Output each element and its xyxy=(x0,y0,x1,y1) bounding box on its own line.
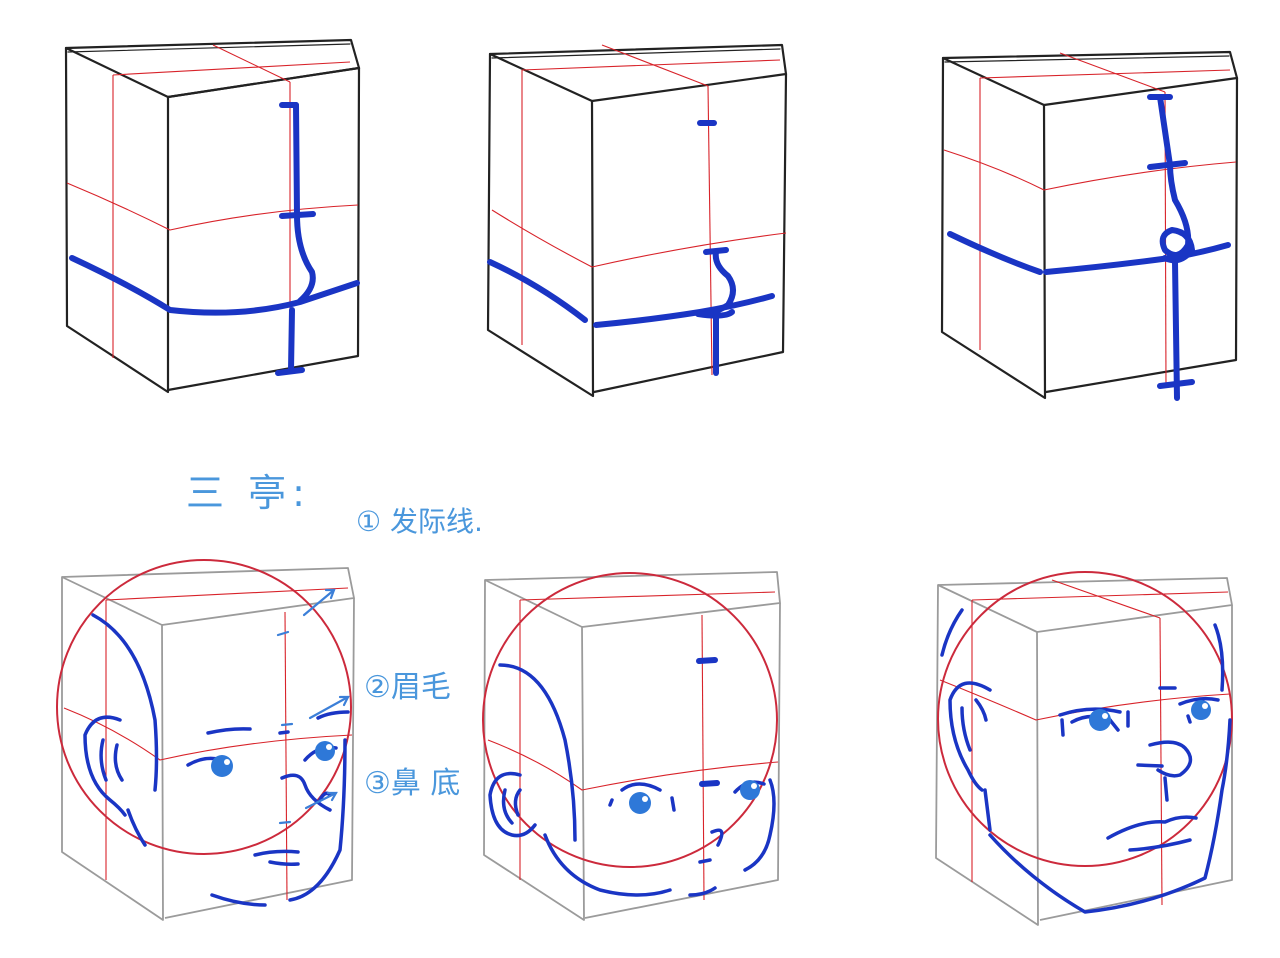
head1-eye-left xyxy=(211,755,233,777)
head-tilted-down xyxy=(482,571,781,921)
box-tilted-up xyxy=(940,50,1239,401)
box-front-view xyxy=(64,38,361,394)
annotation-nose-base: ③鼻 底 xyxy=(364,766,461,801)
head3-eye-right xyxy=(1191,700,1211,720)
head2-eye-right xyxy=(740,780,760,800)
head1-eye-right xyxy=(315,741,335,761)
head-tilted-up xyxy=(935,571,1233,926)
head3-eye-left xyxy=(1089,709,1111,731)
head-front-view xyxy=(56,559,355,921)
three-sections-title: 三 亭: xyxy=(186,471,311,515)
annotation-eyebrows: ②眉毛 xyxy=(364,670,451,705)
head2-eye-left xyxy=(629,792,651,814)
box-tilted-down xyxy=(486,43,788,398)
annotation-hairline: ① 发际线. xyxy=(356,505,483,538)
